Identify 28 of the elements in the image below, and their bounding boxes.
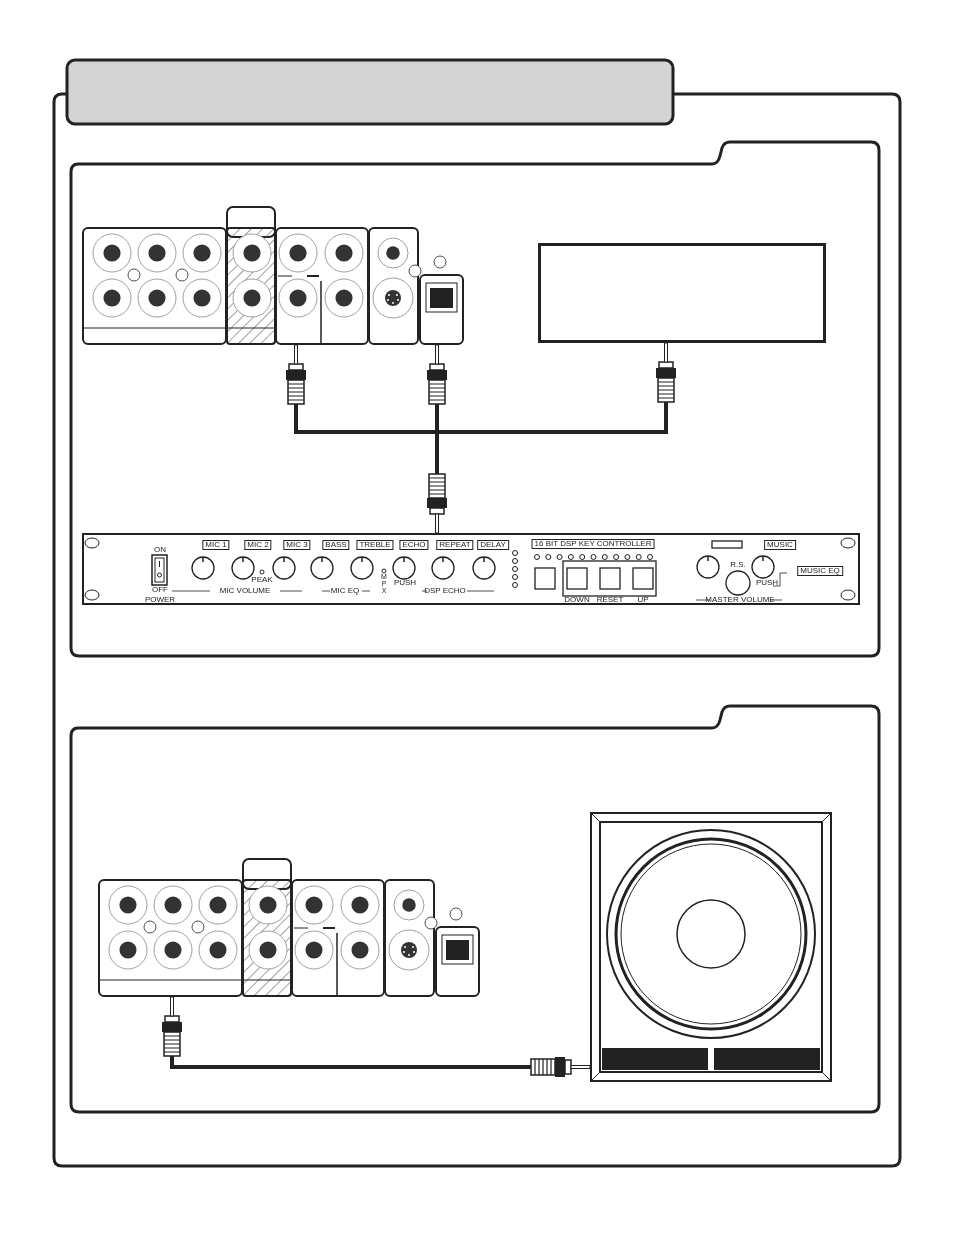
panel-label: DELAY (477, 540, 509, 550)
panel-text: MASTER VOLUME (705, 596, 775, 604)
panel-text: PEAK (251, 576, 273, 584)
panel-label: MIC 3 (283, 540, 311, 550)
panel-text: ON (154, 546, 166, 554)
panel-text: MIC EQ (330, 587, 360, 595)
panel-label: MUSIC EQ (797, 566, 843, 576)
panel-label: MIC 1 (202, 540, 230, 550)
panel-text: UP (637, 596, 649, 604)
panel-text: PUSH (393, 579, 417, 587)
panel-text: OFF (152, 586, 168, 594)
cable (285, 342, 677, 434)
cable (426, 344, 448, 534)
panel-label: REPEAT (436, 540, 474, 550)
panel-label: MIC 2 (244, 540, 272, 550)
panel-text: MIC VOLUME (219, 587, 271, 595)
panel-text: RESET (596, 596, 624, 604)
panel-label: MUSIC (764, 540, 796, 550)
panel-label: BASS (322, 540, 350, 550)
panel-label: ECHO (399, 540, 429, 550)
panel-text: DOWN (564, 596, 590, 604)
panel-text: R.S. (730, 561, 746, 569)
panel-text: DSP ECHO (424, 587, 466, 595)
panel-label: 16 BIT DSP KEY CONTROLLER (531, 539, 655, 549)
panel-text: POWER (144, 596, 176, 604)
panel-text: PUSH (755, 579, 779, 587)
panel-label: TREBLE (356, 540, 394, 550)
cable (161, 996, 591, 1078)
